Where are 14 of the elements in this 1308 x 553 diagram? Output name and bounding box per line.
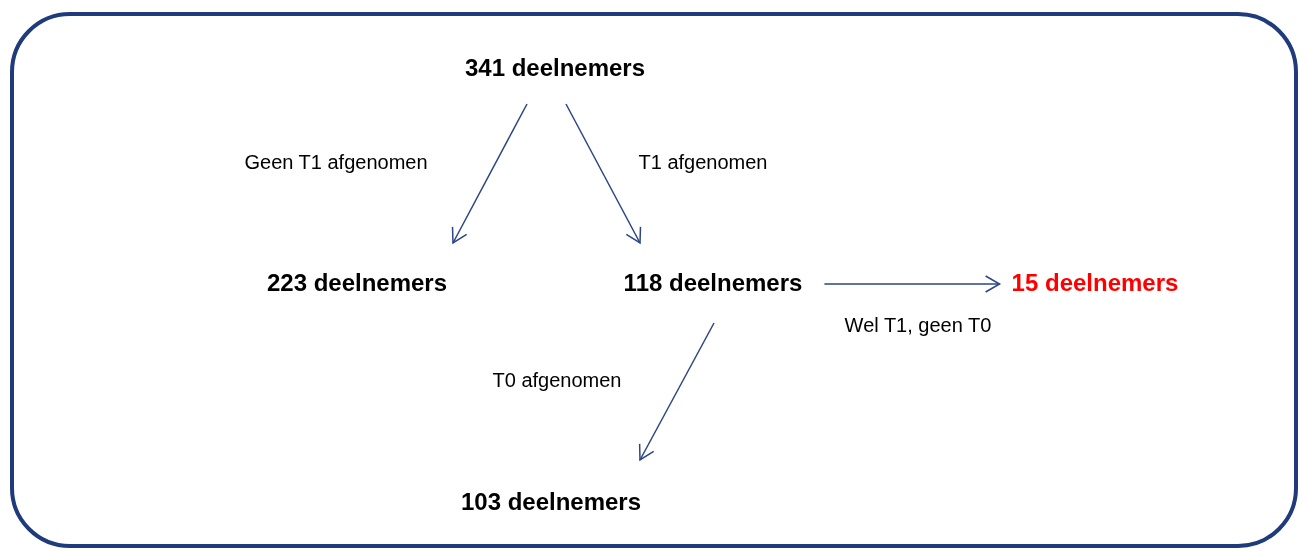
arrow (638, 322, 715, 461)
edge-label: Geen T1 afgenomen (244, 150, 428, 174)
edge-label: Wel T1, geen T0 (844, 313, 992, 337)
arrow (565, 103, 642, 244)
participant-count: 118 deelnemers (615, 243, 825, 323)
arrow (823, 275, 1001, 293)
edge-label: T1 afgenomen (638, 150, 768, 174)
participant-count: 15 deelnemers (999, 243, 1187, 301)
arrow (451, 103, 528, 244)
participant-count: 223 deelnemers (258, 243, 456, 301)
rounded-frame (10, 12, 1298, 548)
edge-label: T0 afgenomen (492, 368, 622, 392)
participant-count: 103 deelnemers (452, 460, 650, 520)
participant-count: 341 deelnemers (456, 50, 654, 104)
